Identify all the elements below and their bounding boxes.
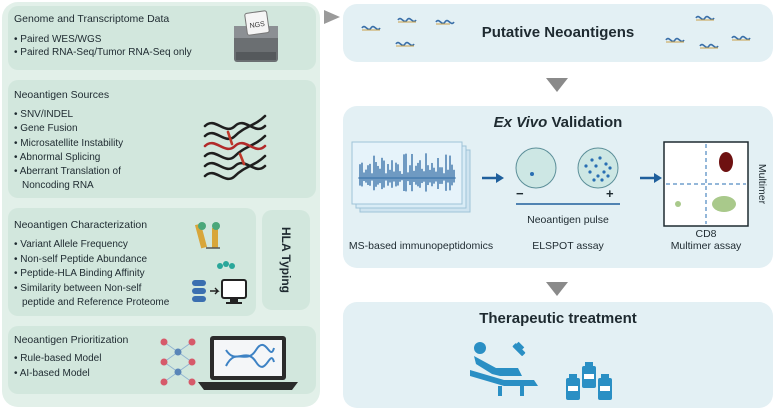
dna-icon bbox=[203, 114, 267, 181]
elspot-caption: ELSPOT assay bbox=[532, 240, 604, 252]
putative-neoantigens-title: Putative Neoantigens bbox=[481, 24, 635, 41]
characterization-list: Variant Allele Frequency Non-self Peptid… bbox=[14, 238, 169, 311]
putative-neoantigens-box bbox=[343, 4, 773, 62]
sources-list: SNV/INDEL Gene Fusion Microsatellite Ins… bbox=[14, 108, 123, 194]
sources-title: Neoantigen Sources bbox=[14, 89, 110, 101]
validation-title: Ex Vivo Validation bbox=[343, 114, 773, 131]
list-item: AI-based Model bbox=[14, 367, 101, 382]
list-item: Non-self Peptide Abundance bbox=[14, 253, 169, 268]
characterization-title: Neoantigen Characterization bbox=[14, 219, 148, 231]
minus-sign: − bbox=[516, 186, 524, 201]
genome-data-title: Genome and Transcriptome Data bbox=[14, 13, 170, 25]
hla-typing-label: HLA Typing bbox=[279, 227, 293, 293]
list-item: Paired RNA-Seq/Tumor RNA-Seq only bbox=[14, 46, 191, 59]
genome-data-list: Paired WES/WGS Paired RNA-Seq/Tumor RNA-… bbox=[14, 33, 192, 59]
ms-caption: MS-based immunopeptidomics bbox=[348, 240, 494, 252]
therapy-box bbox=[343, 302, 773, 408]
plus-sign: + bbox=[606, 186, 614, 201]
list-item: peptide and Reference Proteome bbox=[22, 297, 170, 308]
list-item: Aberrant Translation of bbox=[14, 165, 123, 179]
ms-spectrum-icon bbox=[351, 141, 471, 213]
list-item: SNV/INDEL bbox=[14, 108, 123, 122]
multimer-axis-label: Multimer bbox=[756, 163, 769, 205]
right-arrow-icon bbox=[324, 10, 340, 24]
prioritization-title: Neoantigen Prioritization bbox=[14, 334, 129, 346]
peptide-hla-icon bbox=[192, 222, 247, 304]
list-item: Variant Allele Frequency bbox=[14, 238, 169, 253]
list-item: Abnormal Splicing bbox=[14, 151, 123, 165]
list-item: Paired WES/WGS bbox=[14, 33, 192, 46]
validation-title-italic: Ex Vivo bbox=[493, 114, 548, 131]
sequencer-icon: NGS bbox=[234, 10, 278, 62]
multimer-caption: Multimer assay bbox=[670, 240, 742, 252]
peptide-cluster-right-icon bbox=[665, 15, 751, 49]
multimer-plot-icon bbox=[663, 141, 749, 227]
list-item: Similarity between Non-self bbox=[14, 282, 169, 297]
cd8-axis-label: CD8 bbox=[695, 228, 717, 240]
hla-typing-box bbox=[262, 210, 310, 310]
arrow-right-icon bbox=[482, 173, 504, 183]
list-item: Microsatellite Instability bbox=[14, 137, 123, 151]
prioritization-list: Rule-based Model AI-based Model bbox=[14, 352, 102, 382]
therapy-title: Therapeutic treatment bbox=[479, 310, 637, 327]
validation-title-rest: Validation bbox=[547, 114, 623, 131]
down-arrow-icon bbox=[546, 78, 568, 92]
list-item: Noncoding RNA bbox=[22, 180, 94, 192]
down-arrow-icon bbox=[546, 282, 568, 296]
pulse-label: Neoantigen pulse bbox=[527, 214, 609, 226]
elispot-icon bbox=[515, 147, 620, 205]
list-item: Peptide-HLA Binding Affinity bbox=[14, 267, 169, 282]
list-item: Gene Fusion bbox=[14, 122, 123, 136]
peptide-cluster-left-icon bbox=[361, 17, 455, 47]
neural-network-icon bbox=[160, 338, 196, 386]
patient-infusion-icon bbox=[470, 341, 612, 400]
sequencer-label: NGS bbox=[249, 21, 265, 30]
laptop-dna-icon bbox=[198, 336, 298, 390]
list-item: Rule-based Model bbox=[14, 352, 101, 367]
arrow-right-icon bbox=[640, 173, 662, 183]
